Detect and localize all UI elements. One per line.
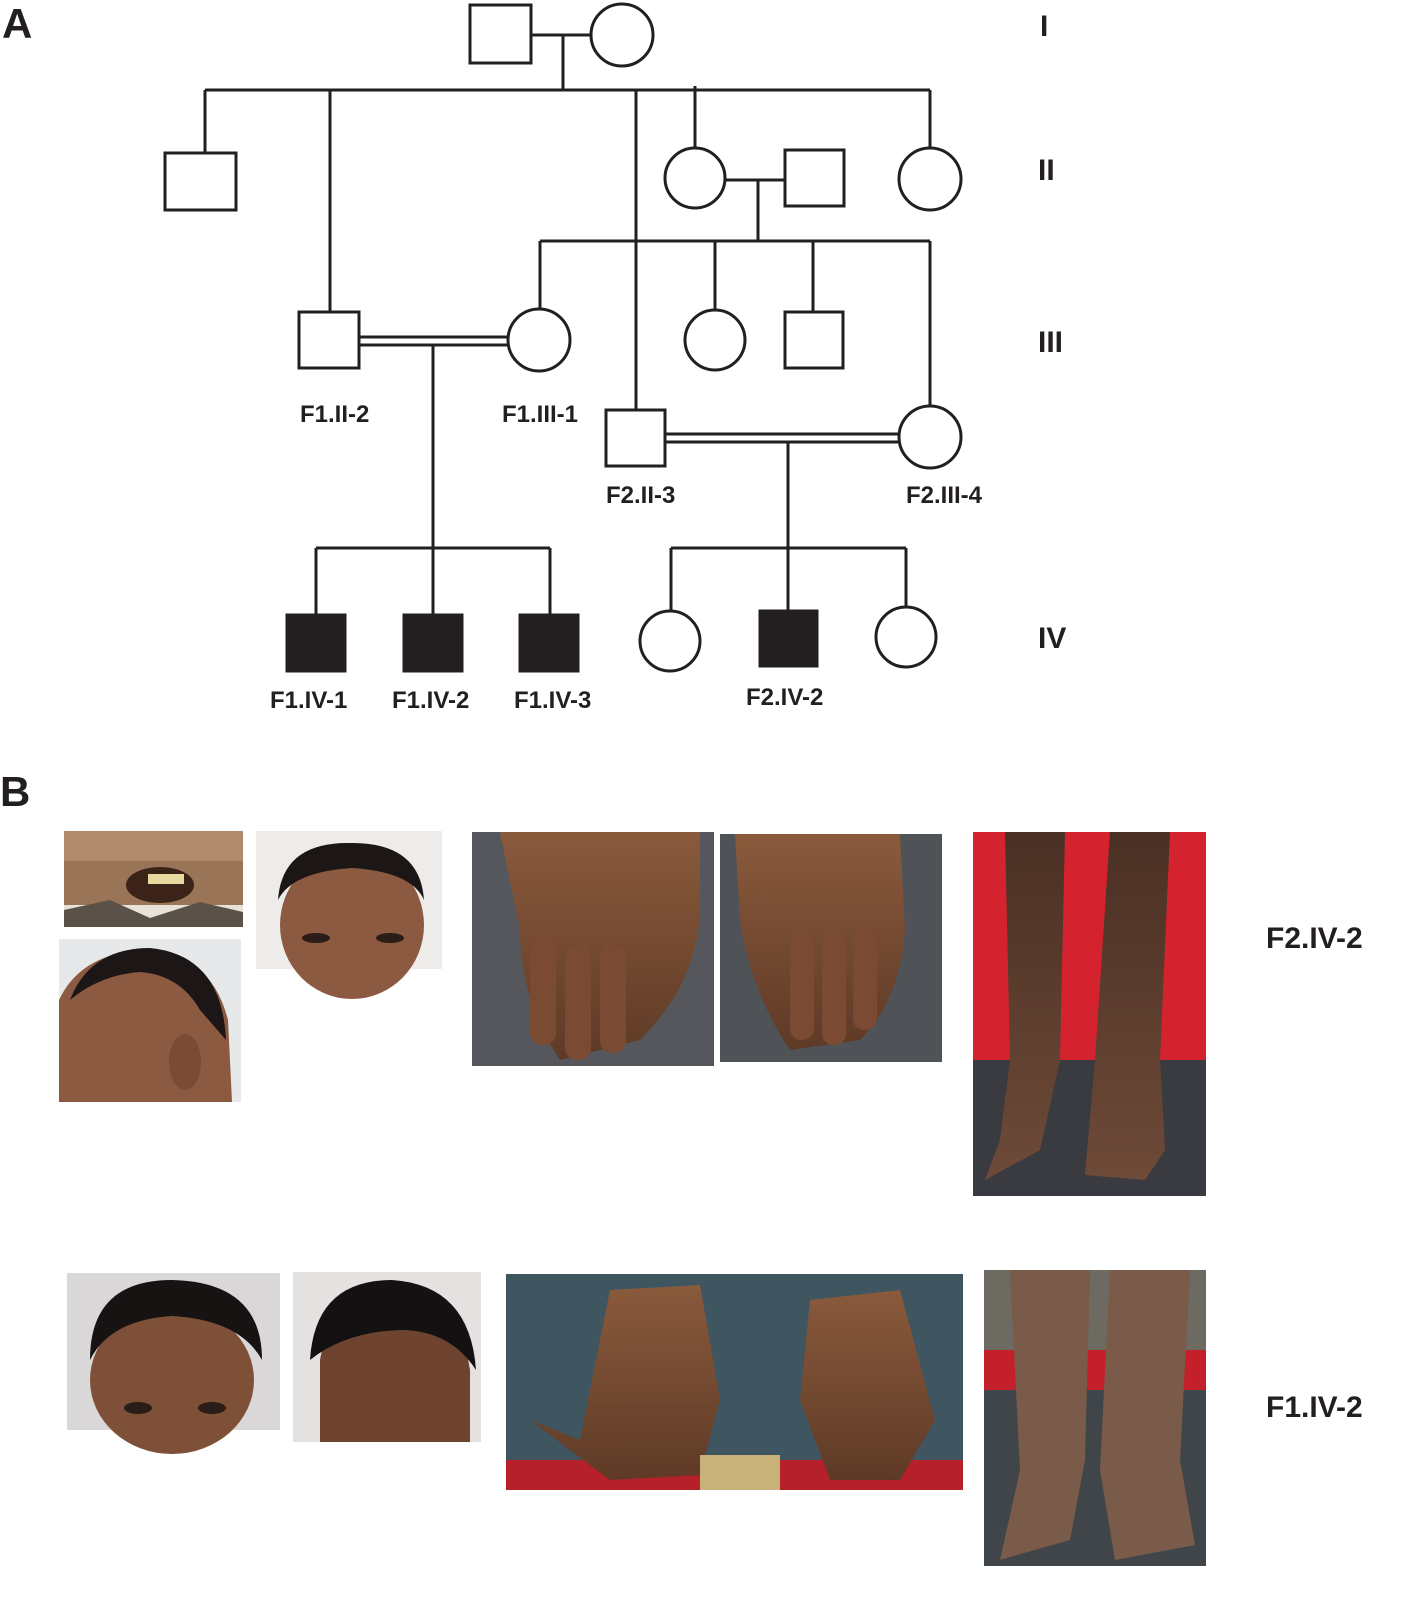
- generation-label-i: I: [1040, 10, 1048, 43]
- photo-mouth-teeth: [64, 831, 243, 927]
- ii-4-female-symbol: [663, 146, 727, 210]
- label-f1-ii-2: F1.II-2: [300, 401, 369, 428]
- photo-legs-feet-f2: [973, 832, 1206, 1196]
- photo-hand-right-f2: [720, 834, 942, 1062]
- label-f1-iv-3: F1.IV-3: [514, 687, 591, 714]
- label-f1-iv-1: F1.IV-1: [270, 687, 347, 714]
- photo-row-label-f1-iv-2: F1.IV-2: [1266, 1391, 1363, 1424]
- f1-iv-1-affected-male-symbol: [285, 613, 347, 673]
- label-f1-iv-2: F1.IV-2: [392, 687, 469, 714]
- photo-row-label-f2-iv-2: F2.IV-2: [1266, 922, 1363, 955]
- label-f1-iii-1: F1.III-1: [502, 401, 578, 428]
- photo-face-side-f1: [293, 1272, 481, 1442]
- generation-i: [205, 2, 930, 92]
- ii-5-male-symbol: [783, 148, 846, 208]
- i-2-female-symbol: [589, 2, 655, 68]
- photo-hand-left-f2: [472, 832, 714, 1066]
- ii-1-male-symbol: [163, 151, 238, 212]
- f2-ii-3-male-symbol: [604, 408, 667, 468]
- f1-iv-2-affected-male-symbol: [402, 613, 464, 673]
- generation-label-ii: II: [1038, 154, 1055, 187]
- ii-6-female-symbol: [897, 146, 963, 212]
- iii-4-male-symbol: [783, 310, 845, 370]
- label-f2-iv-2: F2.IV-2: [746, 684, 823, 711]
- i-1-male-symbol: [468, 3, 533, 65]
- photo-face-front-f1: [67, 1273, 280, 1454]
- generation-label-iii: III: [1038, 326, 1063, 359]
- photo-face-front-f2: [256, 831, 442, 999]
- iii-3-female-symbol: [683, 308, 747, 372]
- f2-iv-2-affected-male-symbol: [758, 609, 819, 668]
- generation-iv: [285, 546, 938, 673]
- f1-iv-3-affected-male-symbol: [518, 613, 580, 673]
- f2-iv-3-female-symbol: [874, 605, 938, 669]
- generation-ii: [163, 86, 963, 410]
- panel-a-letter: A: [2, 0, 32, 47]
- f1-iii-1-female-symbol: [506, 307, 572, 373]
- panel-b-letter: B: [0, 768, 30, 815]
- f2-iv-1-female-symbol: [638, 609, 702, 673]
- label-f2-iii-4: F2.III-4: [906, 482, 983, 509]
- generation-iii: [297, 241, 963, 548]
- label-f2-ii-3: F2.II-3: [606, 482, 675, 509]
- photo-hands-f1: [506, 1274, 963, 1490]
- photo-legs-feet-f1: [984, 1270, 1206, 1566]
- generation-label-iv: IV: [1038, 622, 1066, 655]
- photo-face-profile-f2: [59, 939, 241, 1102]
- f1-ii-2-male-symbol: [297, 310, 361, 370]
- f2-iii-4-female-symbol: [897, 404, 963, 470]
